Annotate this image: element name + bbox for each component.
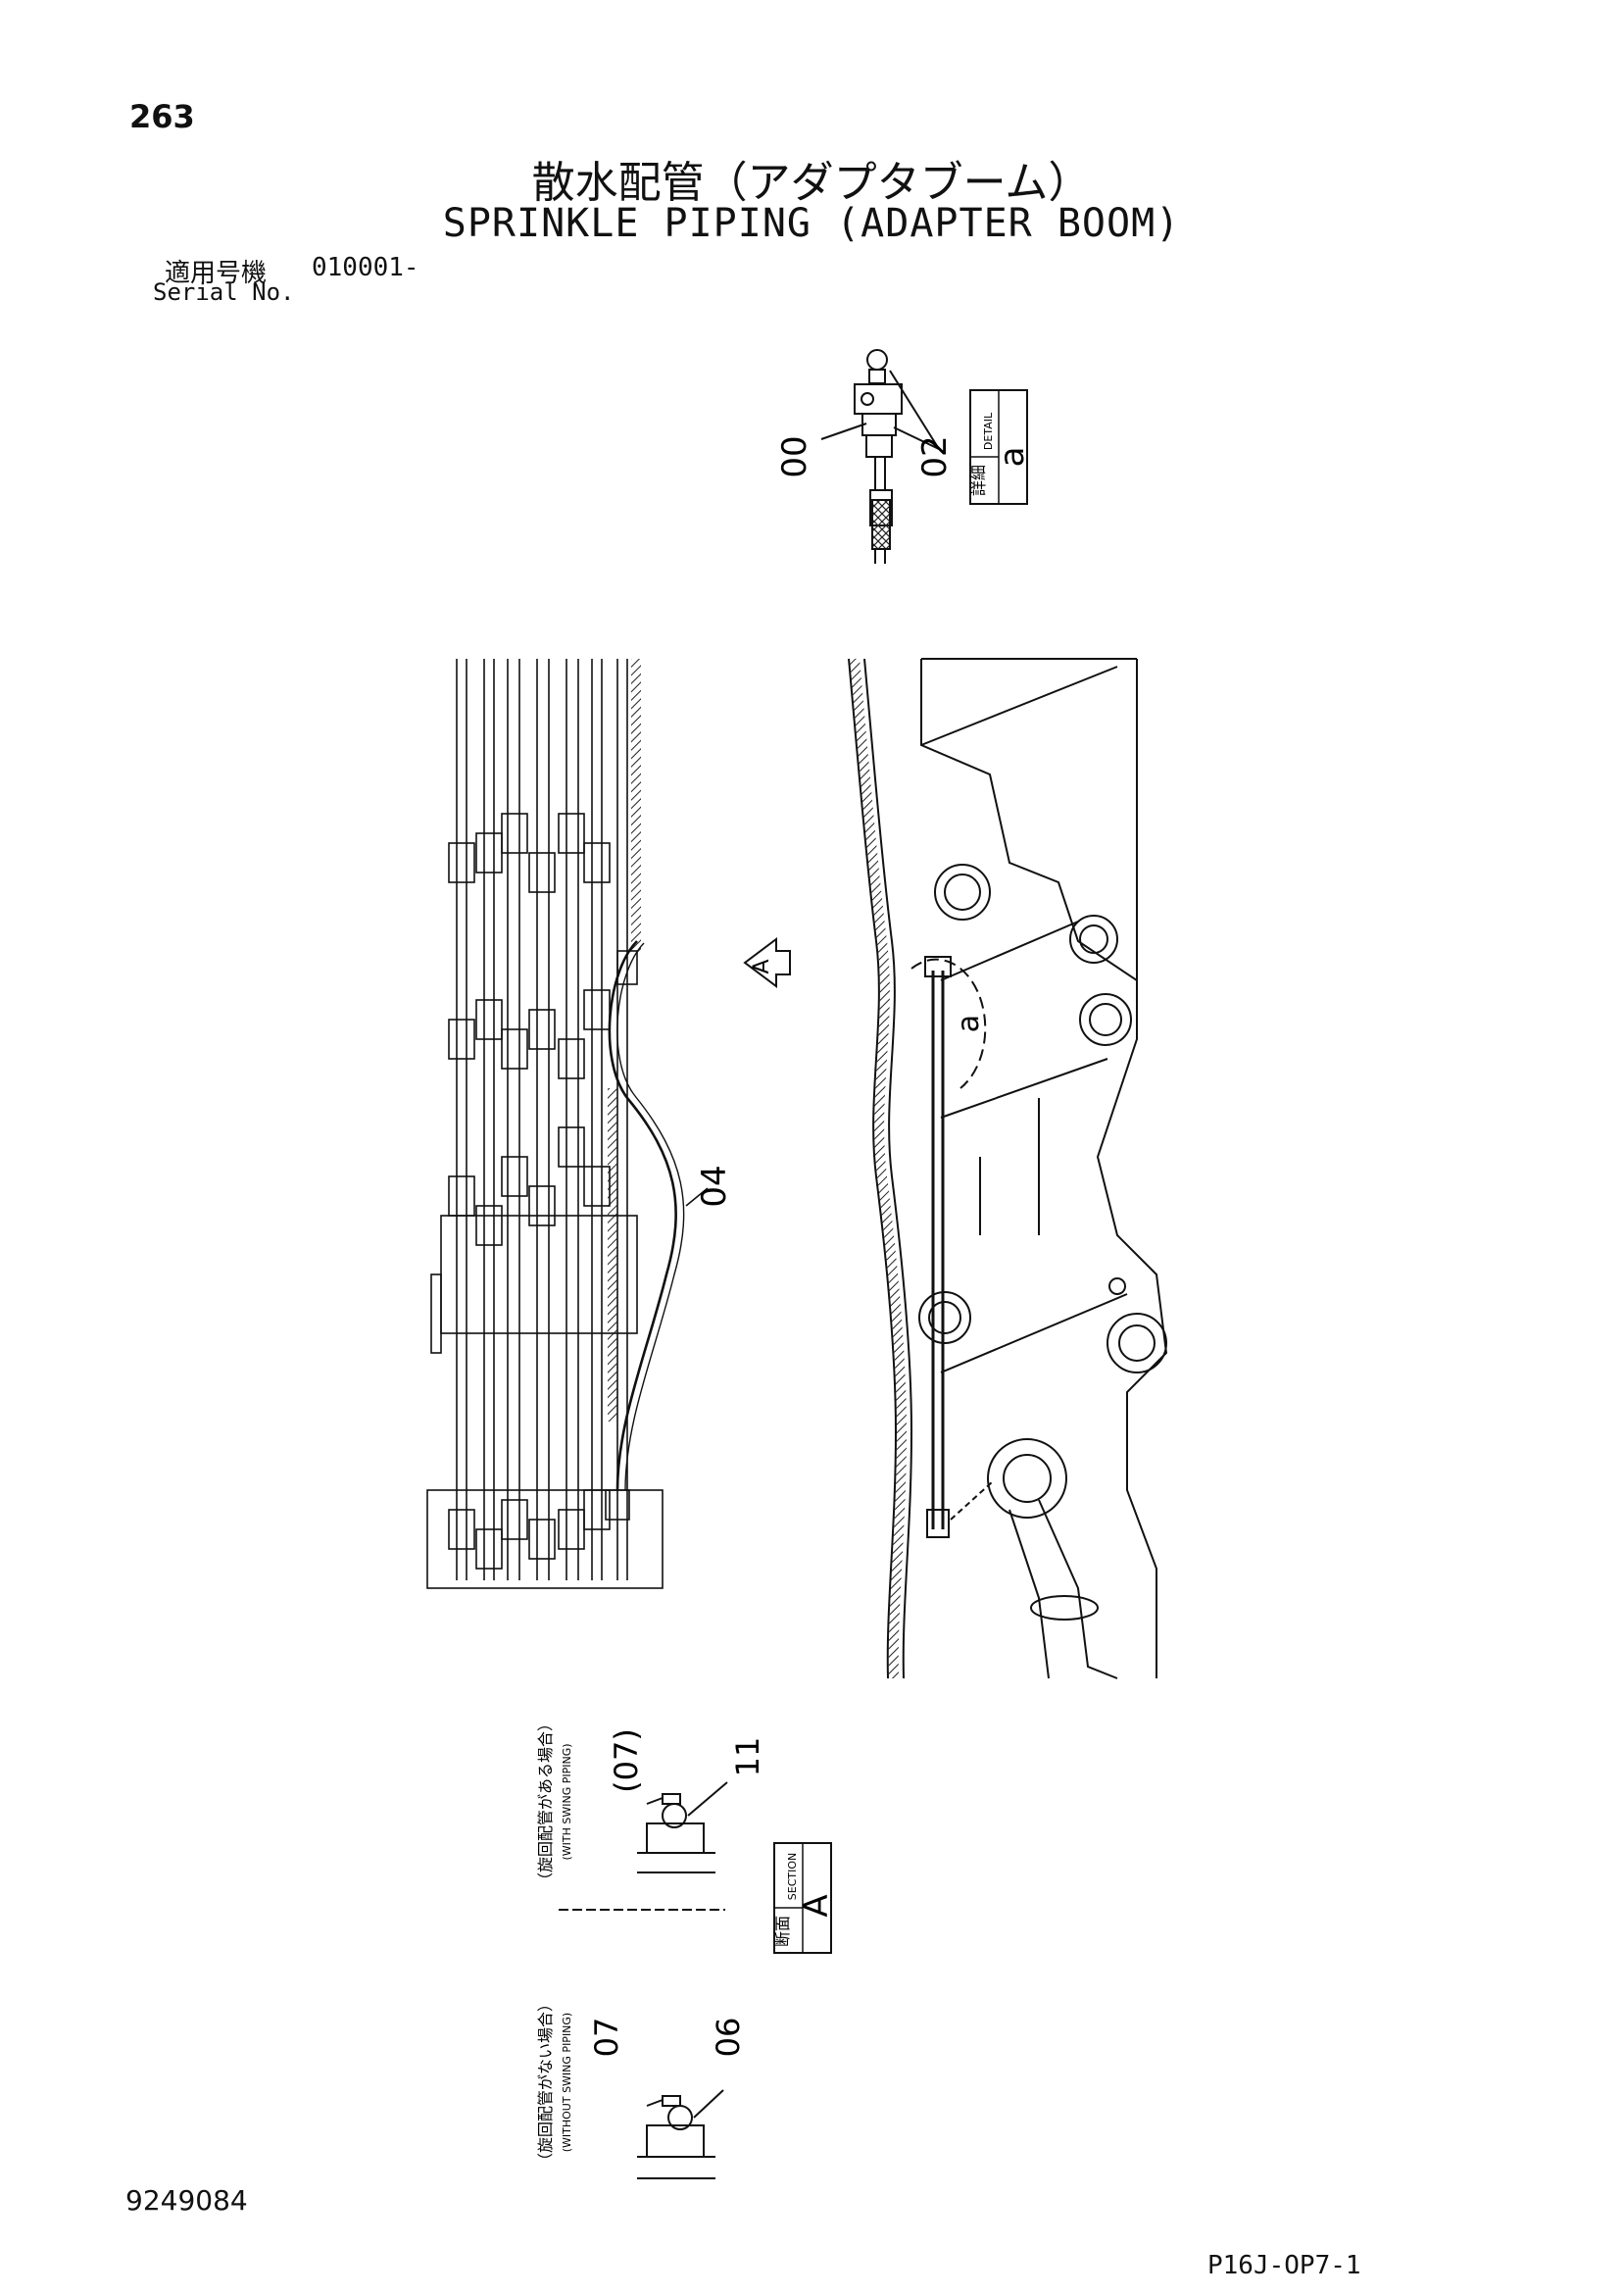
without-swing-label-06: 06 [710, 2018, 747, 2058]
detail-a-label-00: 00 [775, 435, 814, 477]
section-box-jp: 断面 [773, 1916, 792, 1947]
hose-bundle-view [426, 659, 709, 1589]
section-box: 断面 SECTION A [773, 1842, 836, 1954]
page-number: 263 [129, 98, 195, 135]
with-swing-caption-en: (WITH SWING PIPING) [561, 1743, 573, 1860]
detail-a-label-02: 02 [915, 435, 955, 477]
view-arrow-a: A [743, 937, 791, 988]
section-box-en: SECTION [786, 1853, 799, 1900]
view-arrow-letter: A [750, 959, 774, 973]
detail-box: 詳細 DETAIL a [969, 389, 1032, 505]
detail-box-letter: a [993, 447, 1032, 468]
detail-circle-letter: a [952, 1015, 986, 1032]
without-swing-label-07: 07 [588, 2018, 625, 2058]
with-swing-caption-jp: （旋回配管がある場合） [536, 1716, 555, 1888]
detail-box-en: DETAIL [982, 412, 995, 450]
with-swing-label-11: 11 [729, 1737, 766, 1777]
serial-range: 010001- [312, 253, 419, 282]
main-label-04: 04 [695, 1165, 734, 1207]
section-a-without-swing [637, 2089, 724, 2179]
with-swing-label-07: (07) [608, 1728, 645, 1793]
section-box-letter: A [797, 1894, 836, 1917]
detail-a-view [820, 349, 940, 564]
detail-box-jp: 詳細 [969, 465, 988, 496]
without-swing-caption-en: (WITHOUT SWING PIPING) [561, 2013, 573, 2152]
section-a-with-swing [559, 1781, 728, 1911]
serial-label-jp: 適用号機 [165, 259, 268, 288]
page-code: P16J-OP7-1 [1207, 2251, 1361, 2280]
serial-label-en: Serial No. [153, 278, 295, 306]
adapter-boom-view [848, 658, 1168, 1679]
page-title-en: SPRINKLE PIPING (ADAPTER BOOM) [442, 201, 1181, 246]
without-swing-caption-jp: （旋回配管がない場合） [536, 1996, 555, 2169]
drawing-number: 9249084 [125, 2184, 248, 2217]
page-title-jp: 散水配管（アダプタブーム） [531, 158, 1092, 208]
